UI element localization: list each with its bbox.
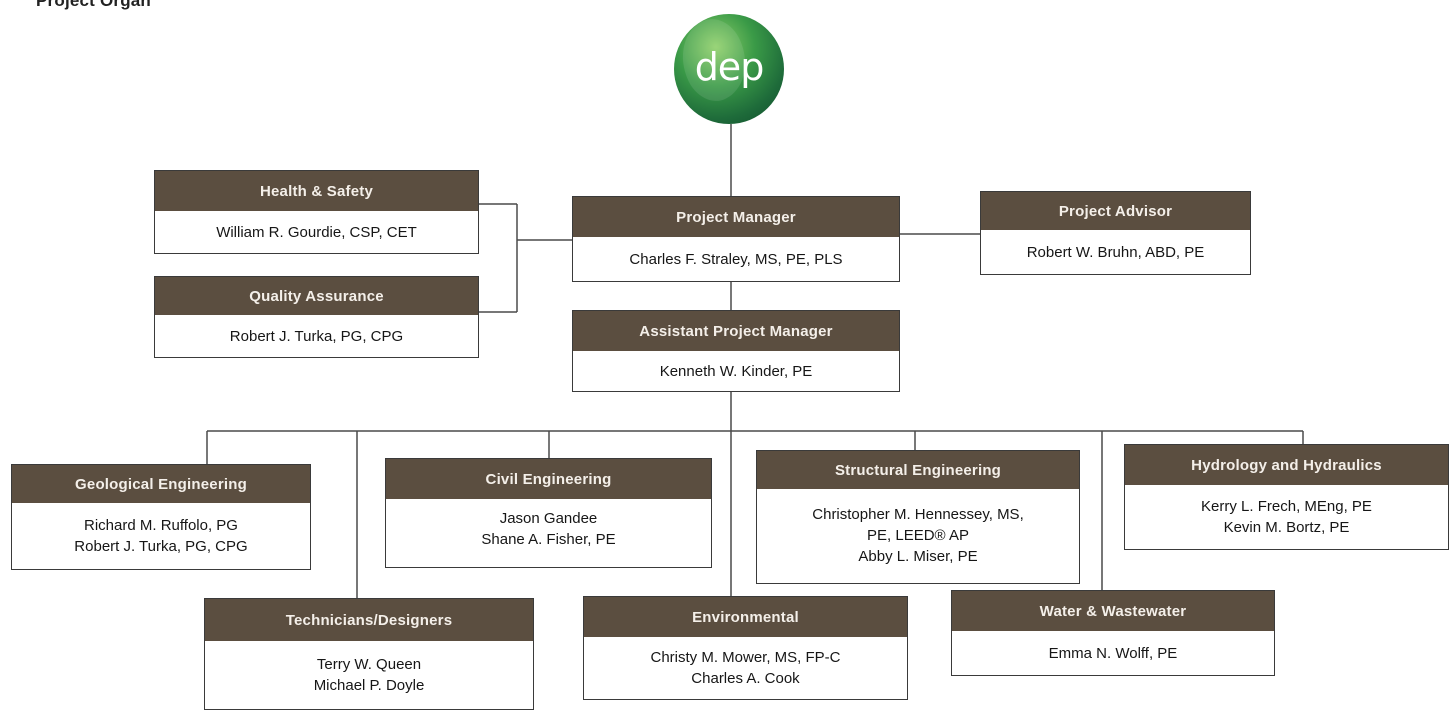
member-name: Charles A. Cook [691,670,800,687]
box-title: Technicians/Designers [205,599,533,641]
page-title: Project Organ [36,0,152,10]
box-title: Hydrology and Hydraulics [1125,445,1448,485]
member-name: Kenneth W. Kinder, PE [659,362,813,380]
box-title: Assistant Project Manager [573,311,899,351]
member-name: Richard M. Ruffolo, PG [84,517,238,534]
box-members: Robert J. Turka, PG, CPG [155,315,478,357]
logo-text: dep [694,45,765,89]
member-name: Robert W. Bruhn, ABD, PE [1026,243,1205,261]
box-members: William R. Gourdie, CSP, CET [155,211,478,253]
health-safety-box: Health & Safety William R. Gourdie, CSP,… [154,170,479,254]
box-title: Water & Wastewater [952,591,1274,631]
hydrology-hydraulics-box: Hydrology and Hydraulics Kerry L. Frech,… [1124,444,1449,550]
member-name: Kerry L. Frech, MEng, PE [1201,498,1372,515]
quality-assurance-box: Quality Assurance Robert J. Turka, PG, C… [154,276,479,358]
box-members: Christy M. Mower, MS, FP-C Charles A. Co… [584,637,907,699]
box-title: Health & Safety [155,171,478,211]
box-members: Charles F. Straley, MS, PE, PLS [573,237,899,281]
box-members: Jason Gandee Shane A. Fisher, PE [386,499,711,559]
member-name: Robert J. Turka, PG, CPG [74,538,248,555]
member-name: William R. Gourdie, CSP, CET [216,223,417,241]
assistant-project-manager-box: Assistant Project Manager Kenneth W. Kin… [572,310,900,392]
geological-engineering-box: Geological Engineering Richard M. Ruffol… [11,464,311,570]
member-name: Michael P. Doyle [313,677,425,694]
structural-engineering-box: Structural Engineering Christopher M. He… [756,450,1080,584]
member-name: Christy M. Mower, MS, FP-C [650,649,841,666]
member-name: PE, LEED® AP [867,526,969,544]
member-name: Abby L. Miser, PE [858,547,978,565]
box-members: Kerry L. Frech, MEng, PE Kevin M. Bortz,… [1125,485,1448,549]
member-name: Emma N. Wolff, PE [1048,644,1178,662]
member-name: Charles F. Straley, MS, PE, PLS [629,250,843,268]
member-name: Jason Gandee [499,510,598,527]
technicians-designers-box: Technicians/Designers Terry W. Queen Mic… [204,598,534,710]
environmental-box: Environmental Christy M. Mower, MS, FP-C… [583,596,908,700]
box-title: Project Manager [573,197,899,237]
box-title: Project Advisor [981,192,1250,230]
box-title: Geological Engineering [12,465,310,503]
civil-engineering-box: Civil Engineering Jason Gandee Shane A. … [385,458,712,568]
box-title: Environmental [584,597,907,637]
water-wastewater-box: Water & Wastewater Emma N. Wolff, PE [951,590,1275,676]
box-members: Richard M. Ruffolo, PG Robert J. Turka, … [12,503,310,569]
project-manager-box: Project Manager Charles F. Straley, MS, … [572,196,900,282]
dep-logo: dep [668,10,784,124]
member-name: Robert J. Turka, PG, CPG [229,327,404,345]
box-members: Emma N. Wolff, PE [952,631,1274,675]
box-title: Structural Engineering [757,451,1079,489]
member-name: Kevin M. Bortz, PE [1223,519,1350,536]
box-title: Civil Engineering [386,459,711,499]
box-members: Robert W. Bruhn, ABD, PE [981,230,1250,274]
member-name: Shane A. Fisher, PE [481,531,616,548]
project-advisor-box: Project Advisor Robert W. Bruhn, ABD, PE [980,191,1251,275]
box-members: Kenneth W. Kinder, PE [573,351,899,391]
box-title: Quality Assurance [155,277,478,315]
member-name: Terry W. Queen [316,656,422,673]
box-members: Terry W. Queen Michael P. Doyle [205,641,533,709]
member-name: Christopher M. Hennessey, MS, [812,505,1024,523]
box-members: Christopher M. Hennessey, MS, PE, LEED® … [757,489,1079,581]
